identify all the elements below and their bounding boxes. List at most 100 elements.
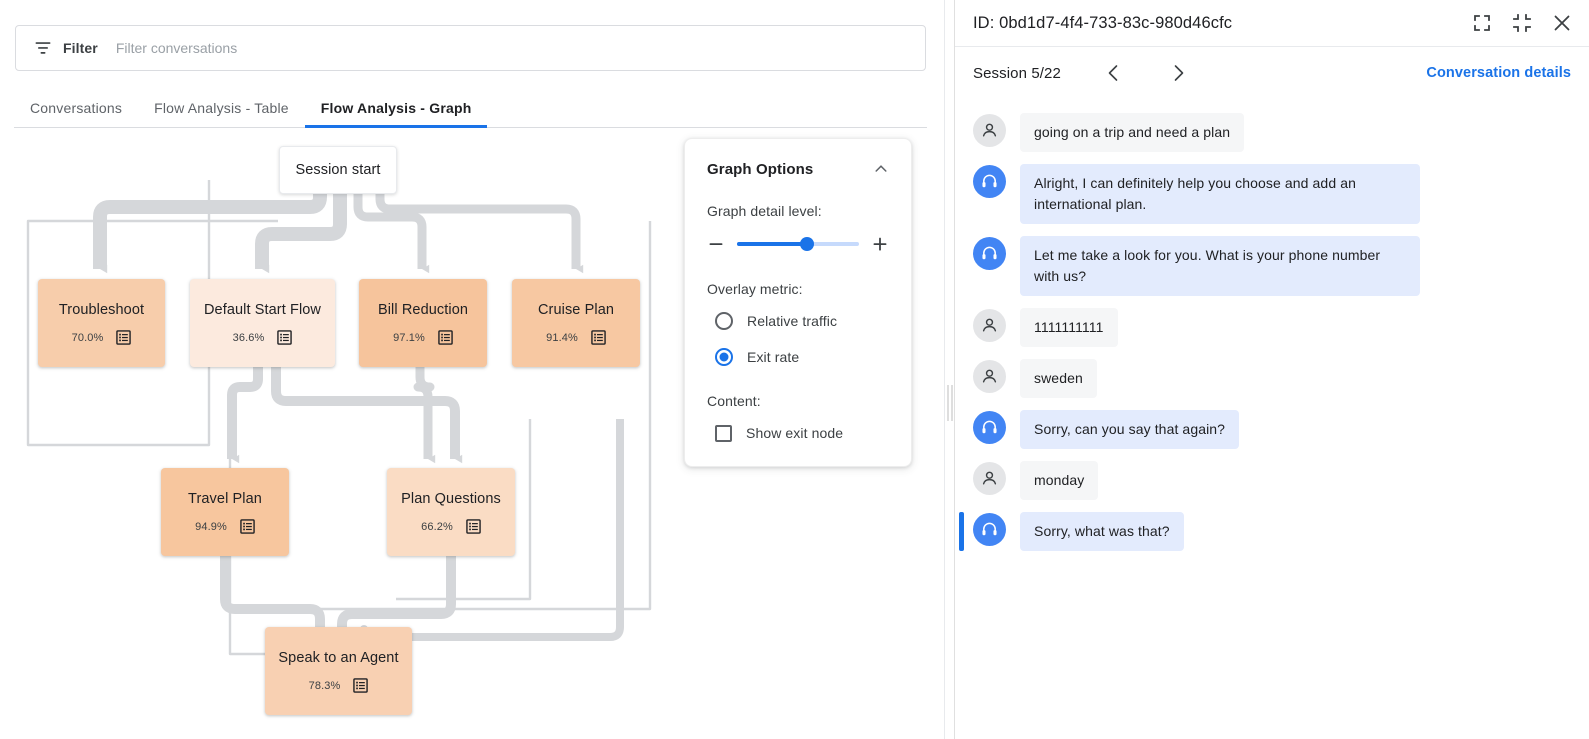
filter-icon [35,42,51,54]
close-icon[interactable] [1551,12,1573,34]
avatar [973,513,1006,546]
tab-label: Flow Analysis - Graph [320,99,472,116]
flow-graph-canvas[interactable]: Session start Troubleshoot 70.0% [0,129,944,739]
user-icon [982,471,997,485]
message-bubble: Sorry, what was that? [1020,512,1184,551]
node-metrics: 36.6% [233,330,293,345]
headset-icon [982,522,997,536]
chat-message: going on a trip and need a plan [955,107,1589,158]
node-metrics: 94.9% [195,519,255,534]
node-exit-rate: 91.4% [546,331,578,344]
message-bubble: sweden [1020,359,1097,398]
node-label: Travel Plan [188,491,262,507]
avatar [973,237,1006,270]
detail-level-slider[interactable] [707,233,889,255]
filter-bar[interactable]: Filter [15,25,926,71]
node-label: Default Start Flow [203,302,322,318]
graph-node-plan-questions[interactable]: Plan Questions 66.2% [387,468,515,556]
message-bubble: Let me take a look for you. What is your… [1020,236,1420,296]
node-label: Troubleshoot [58,302,145,318]
slider-track[interactable] [737,237,859,251]
radio-button[interactable] [715,312,733,330]
session-counter: Session 5/22 [973,64,1061,82]
chevron-up-icon[interactable] [873,161,889,177]
splitter-grip-icon[interactable] [947,385,952,421]
headset-icon [982,246,997,260]
avatar [973,360,1006,393]
node-exit-rate: 94.9% [195,520,227,533]
node-metrics: 78.3% [309,678,369,693]
conversation-id: ID: 0bd1d7-4f4-733-83c-980d46cfc [973,13,1233,32]
node-metrics: 91.4% [546,330,606,345]
list-icon[interactable] [353,678,369,693]
tab-bar: Conversations Flow Analysis - Table Flow… [14,88,927,128]
graph-node-speak-to-an-agent[interactable]: Speak to an Agent 78.3% [265,627,412,715]
minus-icon[interactable] [707,235,725,253]
graph-node-default-start-flow[interactable]: Default Start Flow 36.6% [190,279,335,367]
graph-node-bill-reduction[interactable]: Bill Reduction 97.1% [359,279,487,367]
overlay-metric-label: Overlay metric: [707,281,803,297]
collapse-icon[interactable] [1511,12,1533,34]
list-icon[interactable] [438,330,453,345]
tab-conversations[interactable]: Conversations [14,88,138,127]
node-exit-rate: 97.1% [393,331,425,344]
headset-icon [982,174,997,188]
content-label: Content: [707,393,761,409]
radio-label: Relative traffic [747,313,838,329]
radio-relative-traffic[interactable]: Relative traffic [707,309,889,333]
slider-thumb[interactable] [799,237,814,251]
node-metrics: 70.0% [72,330,132,345]
chat-transcript[interactable]: going on a trip and need a plan Alright,… [955,99,1589,739]
plus-icon[interactable] [871,235,889,253]
node-exit-rate: 70.0% [71,331,104,344]
conversation-details-link[interactable]: Conversation details [1426,65,1571,81]
radio-label: Exit rate [747,349,800,365]
checkbox-box[interactable] [715,424,732,442]
graph-node-cruise-plan[interactable]: Cruise Plan 91.4% [512,279,640,367]
radio-exit-rate[interactable]: Exit rate [707,345,889,369]
conversation-pane: ID: 0bd1d7-4f4-733-83c-980d46cfc [955,0,1589,739]
conversation-header: ID: 0bd1d7-4f4-733-83c-980d46cfc [955,0,1589,47]
chat-message: Sorry, can you say that again? [955,404,1589,455]
graph-node-travel-plan[interactable]: Travel Plan 94.9% [161,468,289,556]
list-icon[interactable] [116,330,132,345]
checkbox-label: Show exit node [746,425,844,441]
node-label: Bill Reduction [377,302,469,318]
list-icon[interactable] [591,330,606,345]
list-icon[interactable] [277,330,293,345]
chat-message: sweden [955,353,1589,404]
flow-analysis-pane: Filter Conversations Flow Analysis - Tab… [0,0,944,739]
filter-input[interactable] [115,26,907,70]
graph-node-session-start[interactable]: Session start [279,146,397,194]
chevron-left-icon[interactable] [1103,62,1125,84]
message-bubble: Alright, I can definitely help you choos… [1020,164,1420,224]
message-bubble: 1111111111 [1020,308,1118,347]
chevron-right-icon[interactable] [1167,62,1189,84]
chat-message: 1111111111 [955,302,1589,353]
avatar [973,411,1006,444]
pane-splitter[interactable] [944,0,955,739]
graph-node-troubleshoot[interactable]: Troubleshoot 70.0% [38,279,165,367]
detail-level-label: Graph detail level: [707,203,822,219]
checkbox-show-exit-node[interactable]: Show exit node [707,421,889,445]
chat-message-highlighted: Sorry, what was that? [955,506,1589,557]
avatar [973,462,1006,495]
graph-options-title: Graph Options [707,160,814,178]
chat-message: Let me take a look for you. What is your… [955,230,1589,302]
message-bubble: going on a trip and need a plan [1020,113,1245,152]
avatar [973,165,1006,198]
tab-flow-analysis-graph[interactable]: Flow Analysis - Graph [304,88,488,128]
user-icon [982,369,997,383]
filter-label: Filter [63,40,98,56]
user-icon [982,123,997,137]
graph-options-header[interactable]: Graph Options [707,157,889,181]
list-icon[interactable] [466,519,481,534]
radio-button[interactable] [715,348,733,366]
list-icon[interactable] [240,519,255,534]
tab-flow-analysis-table[interactable]: Flow Analysis - Table [138,88,305,127]
node-label: Speak to an Agent [278,650,399,666]
fullscreen-icon[interactable] [1471,12,1493,34]
node-exit-rate: 78.3% [308,679,341,692]
user-icon [982,318,997,332]
